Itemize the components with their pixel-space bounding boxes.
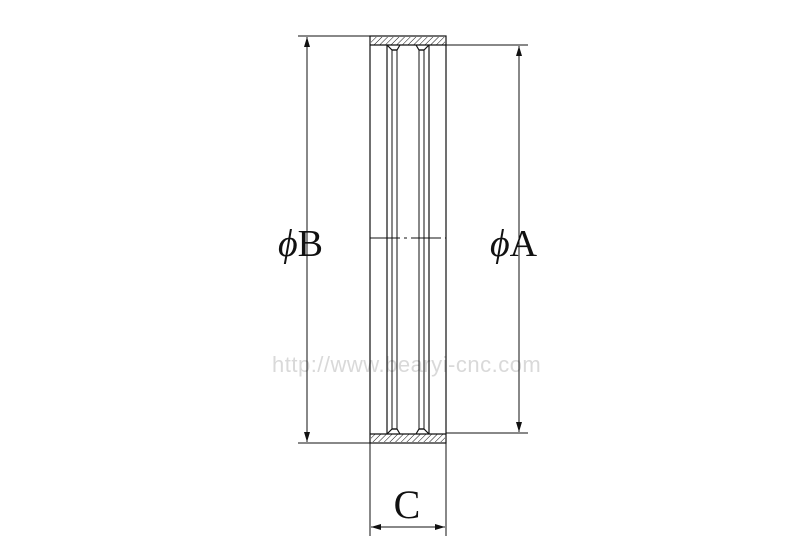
dim-b-letter: B: [298, 223, 323, 265]
dimension-b: [298, 35, 370, 444]
bearing-outline: [369, 35, 447, 444]
top-shell-hatch: [371, 37, 445, 45]
dim-c-label: C: [394, 482, 421, 527]
dim-b-label: ϕB: [278, 223, 323, 265]
outer-shell: [369, 35, 447, 444]
dim-a-label: ϕA: [490, 223, 538, 265]
needle-rollers: [391, 50, 425, 429]
dim-a-letter: A: [510, 223, 538, 265]
phi-symbol-a: ϕ: [490, 223, 510, 265]
dimension-a: [446, 44, 528, 434]
dimension-c: [369, 443, 447, 536]
phi-symbol-b: ϕ: [278, 223, 298, 265]
bottom-shell-hatch: [371, 434, 445, 442]
watermark-text: http://www.bearyi-cnc.com: [272, 352, 541, 377]
